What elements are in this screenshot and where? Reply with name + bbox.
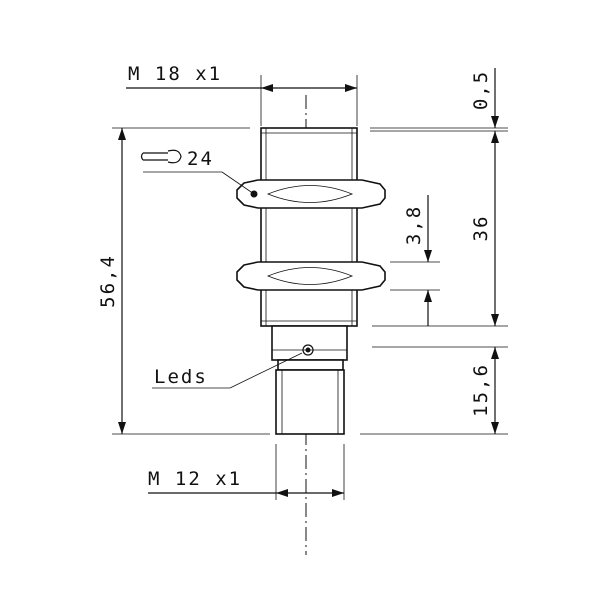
thread-top-label: M 18 x1 [128, 63, 222, 85]
wrench-icon [140, 149, 182, 164]
top-offset-label: 0,5 [470, 70, 492, 110]
sensor-housing [260, 127, 358, 327]
led-indicator [302, 344, 314, 356]
nut-lower [236, 261, 386, 291]
nut-upper [236, 179, 386, 209]
connector-length-label: 15,6 [470, 363, 492, 417]
housing-length-label: 36 [470, 215, 492, 242]
connector [271, 325, 348, 435]
wrench-size-label: 24 [187, 148, 214, 170]
nut-thickness-label: 3,8 [403, 205, 425, 245]
total-length-label: 56,4 [97, 254, 119, 308]
thread-bottom-label: M 12 x1 [148, 468, 242, 490]
leds-label: Leds [154, 366, 208, 388]
